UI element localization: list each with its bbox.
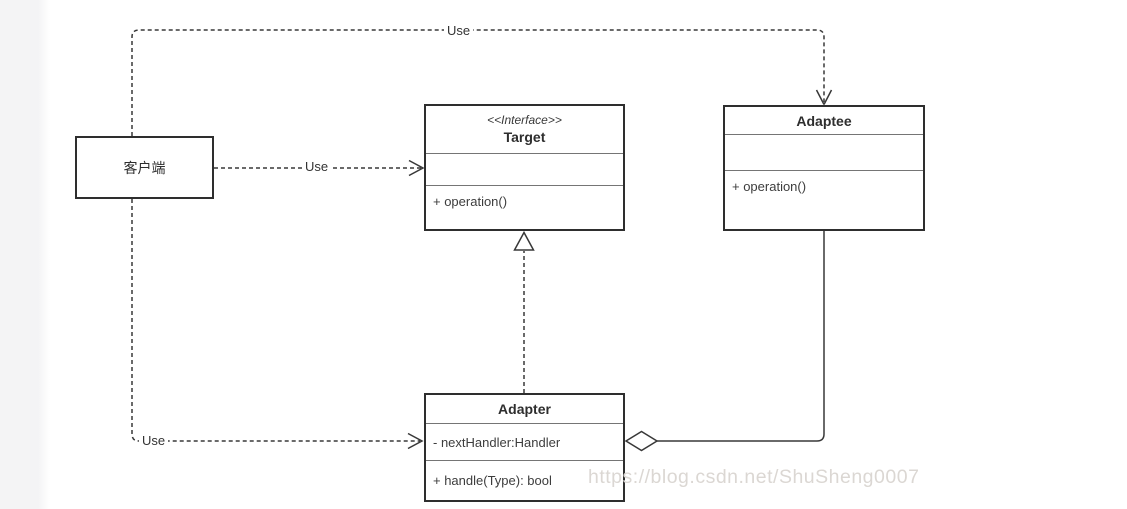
edge-client-to-adapter xyxy=(131,199,420,442)
hollow-diamond-icon xyxy=(624,430,659,452)
edge-adaptee-to-adapter xyxy=(657,231,825,442)
class-box-client: 客户端 xyxy=(75,136,214,199)
open-arrowhead-right-icon xyxy=(408,159,425,177)
class-methods: + handle(Type): bool xyxy=(426,460,623,500)
class-header: <<Interface>> Target xyxy=(426,106,623,153)
class-attributes: - nextHandler:Handler xyxy=(426,423,623,460)
class-box-adapter: Adapter - nextHandler:Handler + handle(T… xyxy=(424,393,625,502)
class-box-adaptee: Adaptee + operation() xyxy=(723,105,925,231)
method-item: + handle(Type): bool xyxy=(433,473,552,488)
edge-client-to-adaptee xyxy=(131,29,825,136)
page-left-gutter xyxy=(0,0,50,509)
class-methods: + operation() xyxy=(725,170,923,229)
class-title: Target xyxy=(503,129,546,145)
method-item: + operation() xyxy=(433,194,508,209)
class-attributes-empty xyxy=(725,134,923,170)
edge-label-use-client-target: Use xyxy=(302,159,332,174)
class-box-target: <<Interface>> Target + operation() xyxy=(424,104,625,231)
attribute-item: - nextHandler:Handler xyxy=(433,434,561,450)
class-stereotype: <<Interface>> xyxy=(487,113,562,127)
edge-label-use-client-adapter: Use xyxy=(139,433,169,448)
hollow-triangle-arrowhead-icon xyxy=(513,230,535,251)
csdn-watermark: https://blog.csdn.net/ShuSheng0007 xyxy=(588,466,920,488)
class-attributes-empty xyxy=(426,153,623,185)
edge-label-use-client-adaptee: Use xyxy=(444,23,474,38)
open-arrowhead-down-icon xyxy=(815,89,833,105)
class-title: 客户端 xyxy=(123,159,166,176)
class-title: Adaptee xyxy=(796,112,852,129)
class-title: Adapter xyxy=(498,401,551,417)
method-item: + operation() xyxy=(732,179,807,194)
class-header: Adaptee xyxy=(725,107,923,134)
class-methods: + operation() xyxy=(426,185,623,229)
open-arrowhead-right-icon xyxy=(407,432,424,450)
class-header: Adapter xyxy=(426,395,623,423)
